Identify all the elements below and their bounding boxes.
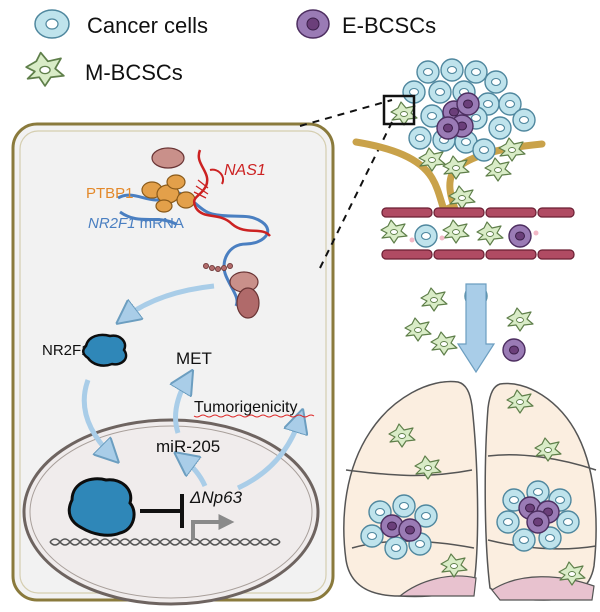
dnp63-label: ΔNp63 — [189, 488, 243, 507]
legend-m-bcscs-label: M-BCSCs — [85, 60, 183, 85]
nas1-label: NAS1 — [224, 162, 266, 179]
ptbp1-protein — [141, 174, 196, 213]
legend-e-bcscs-label: E-BCSCs — [342, 13, 436, 38]
nas1-rna — [192, 149, 271, 237]
m-bcsc-icon — [25, 51, 65, 87]
blood-vessel — [380, 207, 575, 260]
legend: Cancer cells E-BCSCs M-BCSCs — [25, 9, 436, 87]
mrna-complex — [117, 147, 271, 319]
arrow-translation-to-nr2f1 — [124, 283, 215, 318]
nr2f1-protein-label: NR2F1 — [42, 342, 90, 359]
arrow-nr2f1-to-nucleus — [81, 379, 112, 456]
e-bcsc-icon — [296, 9, 330, 39]
nr2f1-mrna-label: NR2F1 mRNA — [88, 215, 184, 232]
metastasis-arrow — [456, 283, 496, 374]
ptbp1-label: PTBP1 — [86, 185, 134, 202]
nr2f1-protein — [82, 333, 128, 367]
lungs — [343, 380, 597, 601]
arrow-mir205-to-met — [176, 378, 188, 434]
primary-tumor — [352, 58, 546, 215]
zoom-line-top — [299, 99, 393, 127]
gene-transcription-arrow — [191, 514, 235, 540]
tumorigenicity-label: Tumorigenicity — [194, 399, 297, 416]
dna-strand — [49, 538, 281, 546]
nr2f1-dna-bound-protein — [67, 477, 136, 537]
zoom-box — [382, 94, 416, 126]
legend-cancer-cells-label: Cancer cells — [87, 13, 208, 38]
arrow-dnp63-to-mir205 — [182, 458, 208, 488]
mir205-label: miR-205 — [156, 437, 220, 456]
cancer-cell-icon — [34, 9, 70, 39]
arrow-dnp63-to-tumorigenicity — [236, 418, 300, 491]
ribosome-top — [151, 147, 185, 169]
met-label: MET — [176, 349, 212, 368]
